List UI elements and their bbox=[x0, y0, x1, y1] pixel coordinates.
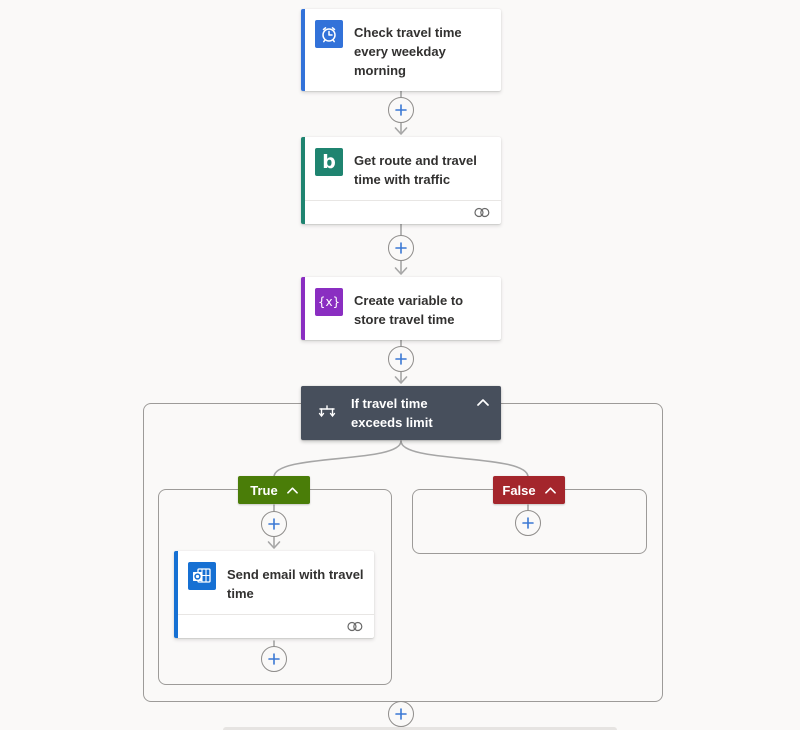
condition-card[interactable]: If travel time exceeds limit bbox=[301, 386, 501, 440]
plus-icon bbox=[395, 353, 407, 365]
next-card-top-edge bbox=[223, 727, 617, 730]
chevron-up-icon bbox=[477, 398, 489, 406]
card-accent-bar bbox=[301, 137, 305, 224]
outlook-icon bbox=[188, 562, 216, 590]
insert-step-button[interactable] bbox=[388, 235, 414, 261]
false-branch-badge[interactable]: False bbox=[493, 476, 565, 504]
chevron-up-icon bbox=[544, 486, 556, 494]
insert-step-button-true-branch[interactable] bbox=[261, 511, 287, 537]
card-accent-bar bbox=[174, 551, 178, 638]
trigger-card-recurrence[interactable]: Check travel time every weekday morning bbox=[301, 9, 501, 91]
insert-step-button-true-branch-end[interactable] bbox=[261, 646, 287, 672]
plus-icon bbox=[522, 517, 534, 529]
chevron-up-icon bbox=[286, 486, 298, 494]
action-card-create-variable[interactable]: {x} Create variable to store travel time bbox=[301, 277, 501, 340]
action-card-get-route[interactable]: b Get route and travel time with traffic bbox=[301, 137, 501, 224]
insert-step-button-false-branch[interactable] bbox=[515, 510, 541, 536]
card-footer bbox=[301, 200, 501, 224]
outlook-glyph bbox=[193, 568, 211, 583]
plus-icon bbox=[395, 242, 407, 254]
card-title: Create variable to store travel time bbox=[354, 293, 464, 327]
recurrence-clock-icon bbox=[315, 20, 343, 48]
card-title: Send email with travel time bbox=[227, 567, 364, 601]
card-title: Get route and travel time with traffic bbox=[354, 153, 477, 187]
variable-icon: {x} bbox=[315, 288, 343, 316]
insert-step-button[interactable] bbox=[388, 346, 414, 372]
insert-step-button-after-condition[interactable] bbox=[388, 701, 414, 727]
connection-icon bbox=[474, 207, 490, 218]
bing-maps-icon: b bbox=[315, 148, 343, 176]
action-card-send-email[interactable]: Send email with travel time bbox=[174, 551, 374, 638]
plus-icon bbox=[268, 518, 280, 530]
true-branch-label: True bbox=[250, 482, 278, 498]
card-footer bbox=[174, 614, 374, 638]
card-accent-bar bbox=[301, 9, 305, 91]
condition-title: If travel time exceeds limit bbox=[351, 396, 433, 430]
false-branch-label: False bbox=[502, 482, 536, 498]
card-title: Check travel time every weekday morning bbox=[354, 25, 462, 78]
plus-icon bbox=[395, 104, 407, 116]
insert-step-button[interactable] bbox=[388, 97, 414, 123]
condition-icon bbox=[318, 405, 336, 418]
card-accent-bar bbox=[301, 277, 305, 340]
plus-icon bbox=[268, 653, 280, 665]
plus-icon bbox=[395, 708, 407, 720]
true-branch-badge[interactable]: True bbox=[238, 476, 310, 504]
collapse-condition-button[interactable] bbox=[475, 395, 491, 409]
connection-icon bbox=[347, 621, 363, 632]
